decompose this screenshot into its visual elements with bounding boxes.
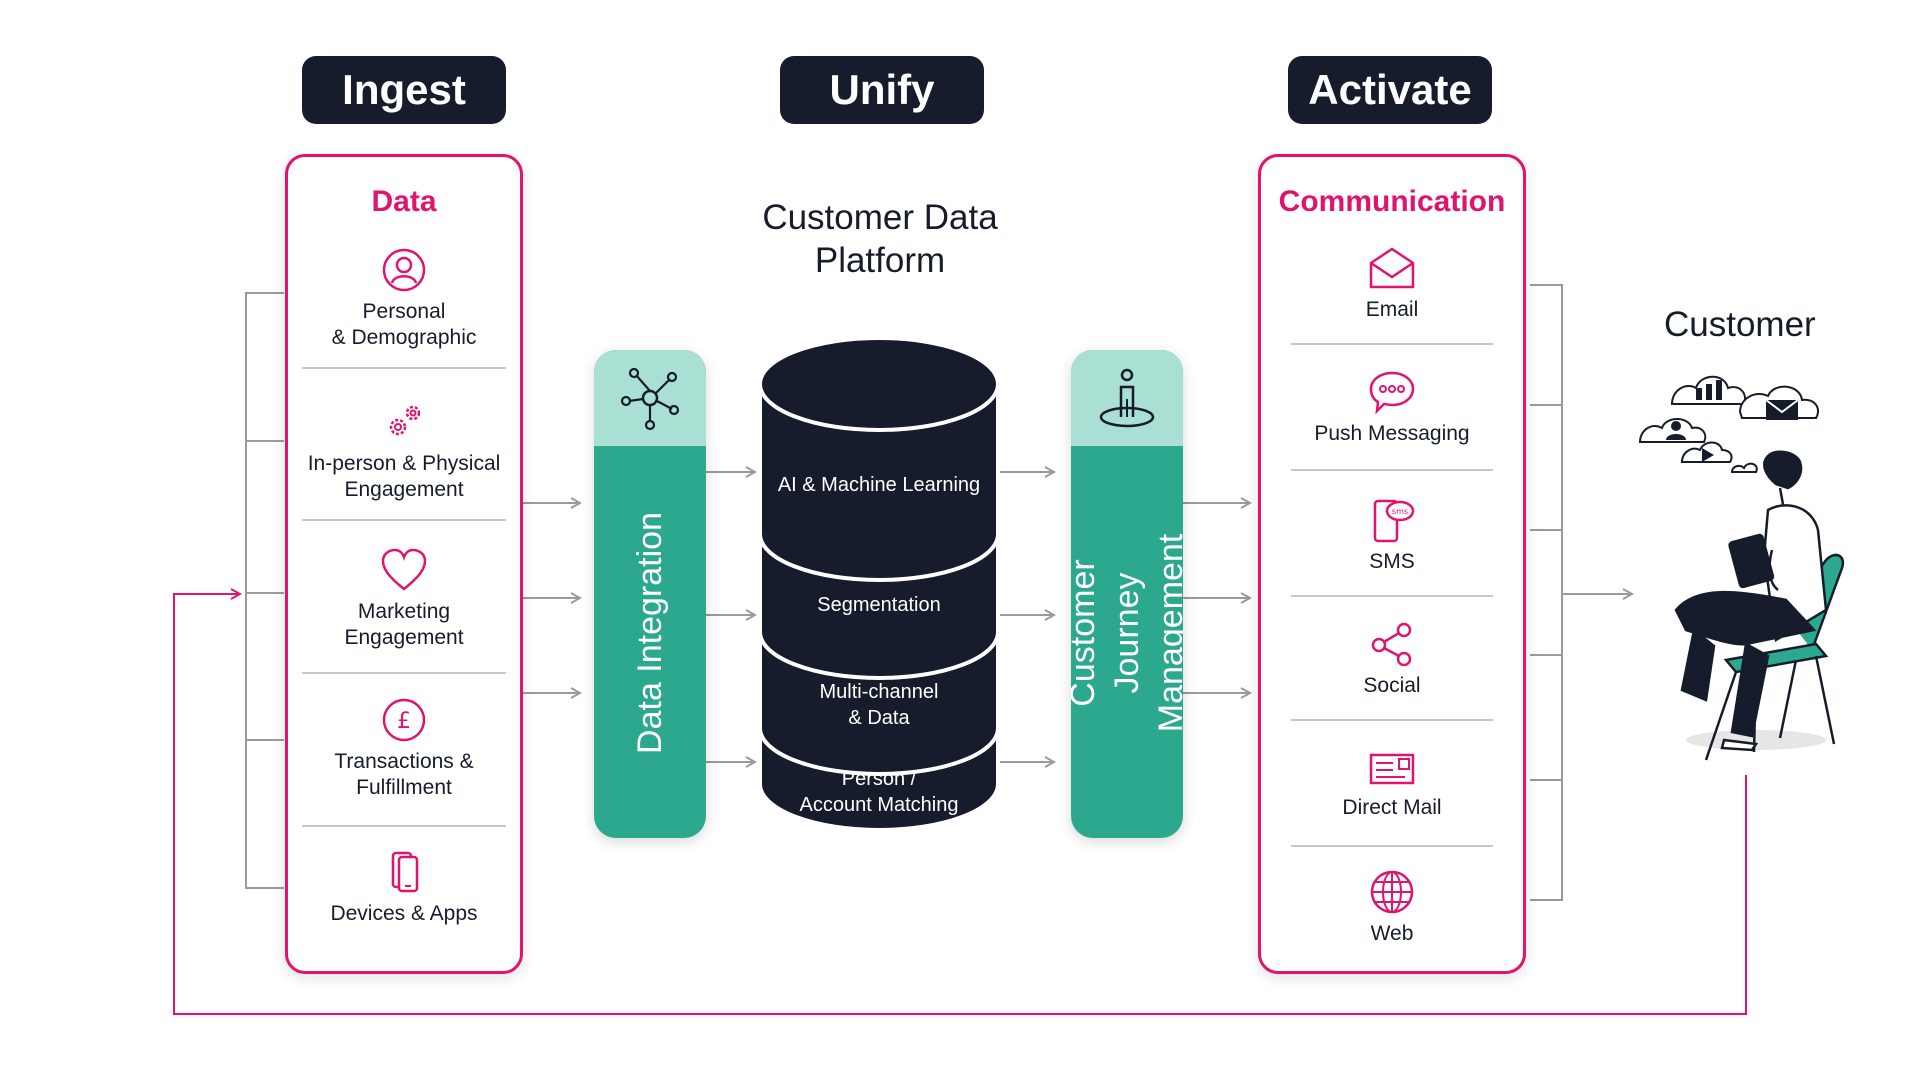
data-panel: Data Personal & Demographic In-person & … (285, 154, 523, 974)
divider (302, 672, 506, 674)
customer-illustration (1638, 375, 1845, 761)
data-item-transactions: £ Transactions & Fulfillment (288, 697, 520, 801)
svg-text:sms: sms (1392, 507, 1408, 516)
sms-phone-icon: sms (1373, 499, 1415, 543)
cdp-database (758, 336, 1000, 832)
devices-icon (391, 851, 419, 893)
cloud-icons (1638, 375, 1820, 473)
user-circle-icon (382, 248, 426, 292)
network-hub-icon (620, 367, 680, 431)
stage-ingest-pill: Ingest (302, 56, 506, 124)
comm-item-label: SMS (1369, 550, 1415, 573)
divider (1291, 719, 1493, 721)
comm-item-label: Social (1363, 674, 1421, 697)
cdp-layer-ai: AI & Machine Learning (777, 474, 981, 496)
pound-coin-icon: £ (382, 698, 426, 742)
heart-icon (381, 548, 427, 591)
gears-icon (389, 405, 421, 436)
communication-panel: Communication Email Push Messaging sms S… (1258, 154, 1526, 974)
divider (302, 825, 506, 827)
comm-item-label: Web (1370, 922, 1414, 945)
data-item-label: Personal & Demographic (331, 300, 477, 349)
data-panel-title: Data (371, 185, 437, 218)
data-item-label: Marketing Engagement (344, 600, 464, 649)
cdp-title: Customer Data Platform (762, 198, 998, 280)
data-integration-cap (594, 350, 706, 446)
globe-icon (1370, 870, 1414, 914)
data-item-personal: Personal & Demographic (288, 247, 520, 351)
divider (1291, 469, 1493, 471)
journey-column: Customer Journey Management (1071, 350, 1183, 838)
mail-card-icon (1369, 753, 1415, 785)
feedback-loop-line (173, 594, 1747, 1015)
comm-item-sms: sms SMS (1261, 497, 1523, 575)
data-item-label: Transactions & Fulfillment (334, 750, 474, 799)
comm-item-direct-mail: Direct Mail (1261, 749, 1523, 821)
divider (302, 519, 506, 521)
comm-item-label: Push Messaging (1314, 422, 1470, 445)
envelope-icon (1369, 247, 1415, 289)
person-pin-icon (1099, 368, 1155, 428)
journey-label: Customer Journey Management (1071, 533, 1183, 733)
data-item-label: In-person & Physical Engagement (307, 452, 501, 501)
communication-panel-title: Communication (1278, 185, 1506, 218)
stage-activate-pill: Activate (1288, 56, 1492, 124)
journey-cap (1071, 350, 1183, 446)
cdp-layers: AI & Machine Learning Segmentation Multi… (756, 334, 1002, 854)
comm-item-web: Web (1261, 869, 1523, 947)
cdp-layer-segmentation: Segmentation (817, 594, 941, 616)
cdp-layer-matching: Person / Account Matching (799, 768, 959, 816)
comm-item-social: Social (1261, 621, 1523, 699)
divider (1291, 845, 1493, 847)
divider (302, 367, 506, 369)
right-bracket (1530, 284, 1563, 901)
left-bracket (245, 292, 284, 889)
comm-item-push: Push Messaging (1261, 369, 1523, 447)
person (1674, 450, 1828, 752)
data-item-in-person: In-person & Physical Engagement (288, 399, 520, 503)
divider (1291, 595, 1493, 597)
data-integration-column: Data Integration (594, 350, 706, 838)
data-integration-label: Data Integration (631, 512, 669, 754)
divider (1291, 343, 1493, 345)
comm-item-email: Email (1261, 245, 1523, 323)
stage-unify-pill: Unify (780, 56, 984, 124)
data-item-marketing: Marketing Engagement (288, 547, 520, 651)
data-item-devices: Devices & Apps (288, 849, 520, 927)
comm-item-label: Email (1365, 298, 1419, 321)
cdp-layer-multichannel: Multi-channel & Data (819, 681, 939, 729)
data-item-label: Devices & Apps (330, 902, 478, 925)
comm-item-label: Direct Mail (1342, 796, 1442, 819)
chat-bubble-icon (1369, 371, 1415, 415)
svg-text:£: £ (397, 709, 411, 734)
share-icon (1371, 622, 1412, 667)
customer-title: Customer (1664, 305, 1816, 344)
